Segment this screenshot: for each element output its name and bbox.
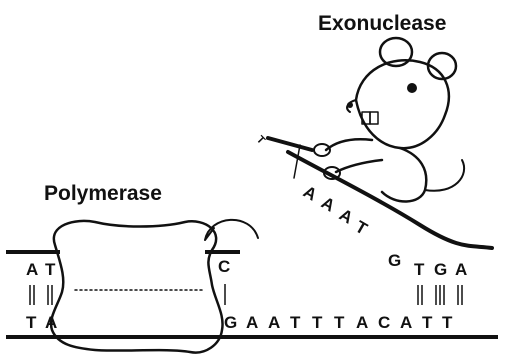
base: T	[26, 313, 37, 332]
polymerase-incoming-base: C	[218, 257, 230, 276]
base: A	[246, 313, 258, 332]
left-bottom-bases: T A	[26, 313, 57, 332]
released-nucleotide: T	[254, 134, 267, 147]
base: T	[352, 217, 371, 239]
top-strand-backbone-right	[288, 152, 492, 248]
polymerase-enzyme-shape	[51, 221, 222, 353]
mouse-exonuclease-illustration	[268, 38, 464, 202]
base: A	[336, 205, 356, 228]
base: G	[388, 251, 401, 270]
base: A	[45, 313, 57, 332]
base: A	[318, 193, 338, 216]
base: T	[334, 313, 345, 332]
exonuclease-label: Exonuclease	[318, 12, 446, 35]
base: A	[455, 260, 467, 279]
base: A	[356, 313, 368, 332]
base: A	[300, 182, 320, 205]
base: G	[224, 313, 237, 332]
base: T	[45, 260, 56, 279]
polymerase-arm	[205, 220, 258, 240]
base: T	[442, 313, 453, 332]
bottom-strand-bases: G A A T T T A C A T T	[224, 313, 453, 332]
base: A	[26, 260, 38, 279]
base: T	[422, 313, 433, 332]
left-top-bases: A T	[26, 260, 56, 279]
base: T	[312, 313, 323, 332]
base: A	[268, 313, 280, 332]
polymerase-label: Polymerase	[44, 182, 162, 205]
base: T	[290, 313, 301, 332]
base: C	[378, 313, 390, 332]
right-top-bases: G T G A	[388, 251, 467, 279]
base: A	[400, 313, 412, 332]
right-base-pair-bonds	[418, 285, 462, 305]
left-base-pair-bonds	[30, 285, 52, 305]
base: T	[414, 260, 425, 279]
base: G	[434, 260, 447, 279]
